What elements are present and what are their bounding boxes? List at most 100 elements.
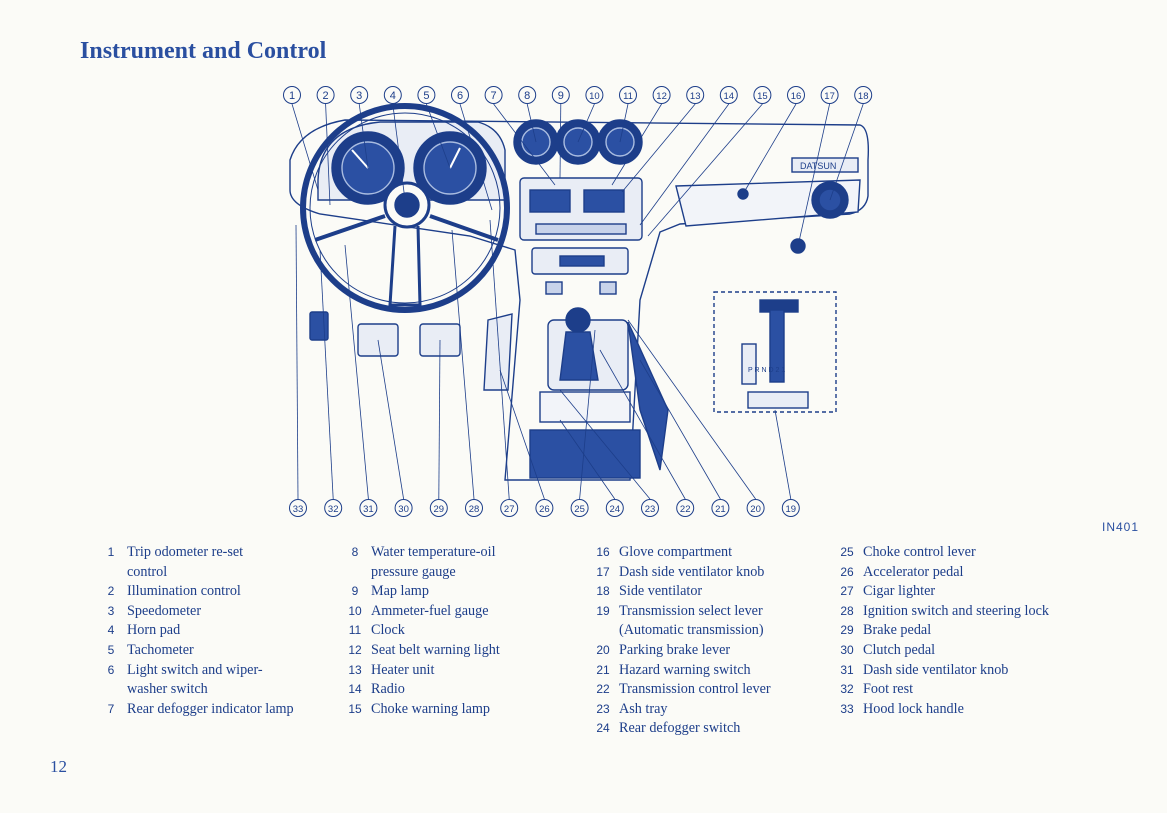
legend-item: 29 Brake pedal [836,621,1061,641]
legend-number: 13 [348,662,362,677]
legend-text: Transmission control lever [619,681,771,698]
svg-text:1: 1 [289,90,295,102]
svg-text:8: 8 [524,90,530,102]
legend-text: Cigar lighter [863,583,936,600]
legend-text: Radio [371,681,405,698]
legend-text: Ammeter-fuel gauge [371,602,489,619]
legend-number: 4 [107,623,115,638]
legend-number: 8 [351,545,359,559]
legend-number: 15 [348,701,362,716]
svg-text:11: 11 [623,91,633,102]
svg-text:20: 20 [750,504,761,515]
legend-number: 32 [840,682,854,697]
legend-number: 23 [596,701,610,716]
callout-19: 19 [781,499,800,517]
legend-number: 1 [107,545,115,559]
svg-text:15: 15 [757,91,768,102]
legend-text: Accelerator pedal [863,563,964,580]
callout-25: 25 [570,499,589,517]
svg-text:14: 14 [724,91,735,102]
callout-6: 6 [451,86,469,104]
legend-number: 2 [107,584,115,599]
svg-text:26: 26 [539,504,550,515]
callout-16: 16 [787,86,805,104]
callout-7: 7 [484,86,503,104]
legend-text: Illumination control [127,583,241,600]
legend-text: Dash side ventilator knob [619,563,765,580]
legend-text: Trip odometer re-set control [127,544,244,580]
callout-30: 30 [394,499,413,517]
figure-code: IN401 [1102,520,1140,534]
svg-text:5: 5 [423,90,429,102]
legend-number: 5 [107,642,115,657]
legend-number: 29 [840,623,854,638]
center-console-controls [519,177,643,295]
legend-item: 22 Transmission control lever [592,680,807,700]
svg-text:7: 7 [491,90,497,102]
callout-5: 5 [417,86,436,104]
callout-21: 21 [711,499,730,517]
legend-text: Horn pad [127,622,181,639]
legend-text: Ash tray [619,700,668,717]
legend-number: 16 [596,545,610,559]
legend-item: 19 Transmission select lever (Automatic t… [592,602,807,641]
svg-text:23: 23 [645,504,656,515]
callout-23: 23 [641,499,659,517]
legend-text: Tachometer [127,641,194,658]
svg-text:33: 33 [293,504,304,515]
svg-text:6: 6 [457,90,463,102]
callout-31: 31 [359,499,378,517]
legend-item: 5 Tachometer [100,641,340,661]
legend-number: 7 [107,701,115,716]
legend-number: 3 [107,603,115,618]
callout-11: 11 [619,86,637,104]
callout-12: 12 [652,86,671,104]
legend-text: Brake pedal [863,622,932,639]
legend-text: Transmission select lever (Automatic tra… [619,602,764,639]
legend-text: Map lamp [371,583,429,600]
svg-text:4: 4 [390,90,396,102]
steering-wheel [300,103,510,313]
svg-text:3: 3 [356,90,362,102]
legend-text: Parking brake lever [619,641,731,658]
callout-28: 28 [465,499,483,517]
legend-text: Choke control lever [863,544,976,560]
callout-27: 27 [500,499,519,517]
callout-2: 2 [316,86,335,104]
legend-text: Clock [371,622,405,639]
svg-text:18: 18 [858,91,869,102]
legend-number: 21 [596,662,610,677]
legend-text: Hood lock handle [863,700,964,717]
page-number: 12 [50,757,67,776]
legend-number: 19 [596,603,610,618]
callout-9: 9 [551,86,570,104]
gear-shifter [529,307,641,479]
legend-text: Rear defogger switch [619,720,741,737]
callout-4: 4 [383,86,402,104]
pedals [309,311,513,391]
legend-number: 18 [596,584,610,599]
legend-number: 22 [596,682,610,697]
page-title: Instrument and Control [80,38,327,64]
legend-item: 4 Horn pad [100,621,340,641]
legend-number: 6 [107,662,115,677]
legend-text: Rear defogger indicator lamp [127,700,294,717]
svg-text:28: 28 [469,504,480,515]
